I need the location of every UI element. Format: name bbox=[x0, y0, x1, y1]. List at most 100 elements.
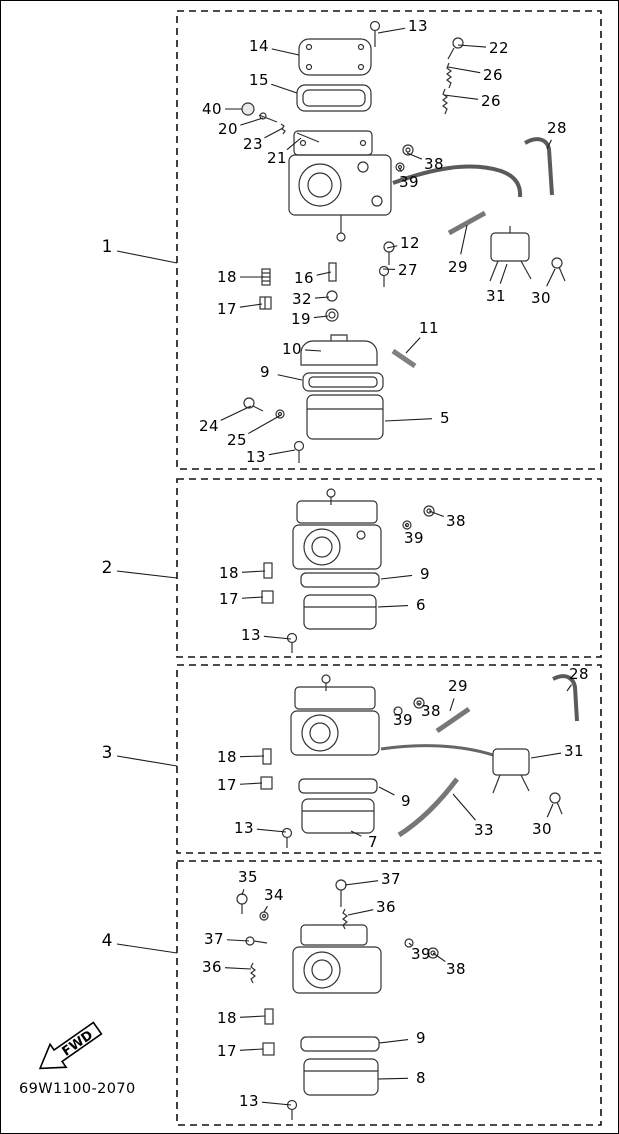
callout-label: 13 bbox=[234, 819, 254, 837]
callout-label: 23 bbox=[243, 135, 263, 153]
callout-label: 30 bbox=[531, 289, 551, 307]
callout-leader-line bbox=[313, 315, 329, 319]
callout-label: 32 bbox=[292, 290, 312, 308]
callout-label: 9 bbox=[416, 1029, 426, 1047]
callout-label: 11 bbox=[419, 319, 439, 337]
section-leader-line bbox=[116, 570, 178, 579]
callout-leader-line bbox=[248, 414, 282, 435]
section-box-1 bbox=[176, 10, 602, 470]
callout-label: 39 bbox=[404, 529, 424, 547]
section-leader-line bbox=[116, 943, 178, 954]
callout-label: 40 bbox=[202, 100, 222, 118]
callout-leader-line bbox=[417, 702, 421, 705]
callout-leader-line bbox=[406, 152, 423, 160]
callout-leader-line bbox=[377, 27, 406, 34]
callout-leader-line bbox=[386, 245, 398, 249]
callout-leader-line bbox=[546, 268, 556, 287]
callout-label: 18 bbox=[217, 1009, 237, 1027]
callout-leader-line bbox=[377, 605, 409, 608]
callout-label: 15 bbox=[249, 71, 269, 89]
callout-leader-line bbox=[226, 939, 250, 942]
callout-leader-line bbox=[460, 224, 468, 255]
callout-label: 13 bbox=[408, 17, 428, 35]
callout-leader-line bbox=[432, 952, 446, 963]
callout-leader-line bbox=[405, 337, 421, 354]
carb-assembly-1 bbox=[241, 20, 566, 463]
callout-label: 8 bbox=[416, 1069, 426, 1087]
callout-label: 31 bbox=[486, 287, 506, 305]
callout-leader-line bbox=[256, 828, 287, 833]
callout-leader-line bbox=[286, 137, 302, 151]
callout-leader-line bbox=[239, 303, 263, 308]
callout-leader-line bbox=[408, 942, 412, 946]
callout-label: 39 bbox=[411, 945, 431, 963]
callout-label: 13 bbox=[241, 626, 261, 644]
section-box-4 bbox=[176, 860, 602, 1126]
section-label-3: 3 bbox=[101, 743, 113, 763]
callout-label: 7 bbox=[368, 833, 378, 851]
callout-leader-line bbox=[447, 66, 481, 74]
section-leader-line bbox=[116, 250, 178, 264]
callout-label: 24 bbox=[199, 417, 219, 435]
callout-leader-line bbox=[405, 524, 408, 528]
callout-label: 26 bbox=[483, 66, 503, 84]
callout-label: 12 bbox=[400, 234, 420, 252]
callout-label: 21 bbox=[267, 149, 287, 167]
callout-label: 29 bbox=[448, 258, 468, 276]
callout-leader-line bbox=[224, 967, 252, 970]
section-box-3 bbox=[176, 664, 602, 854]
callout-leader-line bbox=[263, 905, 268, 913]
callout-leader-line bbox=[304, 349, 322, 352]
catalog-code: 69W1100-2070 bbox=[19, 1081, 136, 1097]
callout-label: 36 bbox=[376, 898, 396, 916]
callout-leader-line bbox=[261, 1101, 292, 1106]
callout-leader-line bbox=[239, 1015, 266, 1018]
callout-leader-line bbox=[271, 48, 300, 56]
callout-leader-line bbox=[377, 1077, 409, 1080]
callout-leader-line bbox=[239, 782, 263, 785]
callout-leader-line bbox=[264, 127, 284, 139]
callout-leader-line bbox=[546, 139, 552, 150]
carb-assembly-2 bbox=[261, 488, 435, 653]
callout-label: 18 bbox=[219, 564, 239, 582]
callout-label: 20 bbox=[218, 120, 238, 138]
callout-leader-line bbox=[241, 596, 264, 599]
callout-label: 39 bbox=[393, 711, 413, 729]
callout-leader-line bbox=[546, 803, 554, 818]
callout-label: 39 bbox=[399, 173, 419, 191]
callout-leader-line bbox=[378, 786, 395, 796]
callout-label: 17 bbox=[217, 1042, 237, 1060]
callout-leader-line bbox=[530, 752, 562, 759]
callout-label: 6 bbox=[416, 596, 426, 614]
callout-label: 35 bbox=[238, 868, 258, 886]
callout-leader-line bbox=[380, 574, 413, 580]
callout-label: 9 bbox=[401, 792, 411, 810]
callout-label: 27 bbox=[398, 261, 418, 279]
callout-label: 26 bbox=[481, 92, 501, 110]
callout-leader-line bbox=[263, 635, 292, 640]
callout-label: 28 bbox=[547, 119, 567, 137]
callout-leader-line bbox=[344, 880, 379, 886]
callout-leader-line bbox=[384, 418, 433, 422]
callout-label: 10 bbox=[282, 340, 302, 358]
callout-leader-line bbox=[240, 117, 264, 126]
callout-label: 25 bbox=[227, 431, 247, 449]
callout-label: 38 bbox=[424, 155, 444, 173]
fwd-arrow: FWD bbox=[27, 1001, 117, 1091]
callout-leader-line bbox=[271, 83, 298, 94]
callout-label: 19 bbox=[291, 310, 311, 328]
callout-leader-line bbox=[566, 684, 572, 692]
section-label-1: 1 bbox=[101, 237, 113, 257]
callout-label: 17 bbox=[217, 300, 237, 318]
callout-leader-line bbox=[241, 570, 266, 573]
callout-label: 18 bbox=[217, 748, 237, 766]
callout-label: 38 bbox=[421, 702, 441, 720]
callout-label: 38 bbox=[446, 960, 466, 978]
callout-leader-line bbox=[378, 1038, 409, 1044]
callout-label: 17 bbox=[219, 590, 239, 608]
callout-label: 36 bbox=[202, 958, 222, 976]
callout-label: 16 bbox=[294, 269, 314, 287]
callout-leader-line bbox=[398, 167, 402, 172]
